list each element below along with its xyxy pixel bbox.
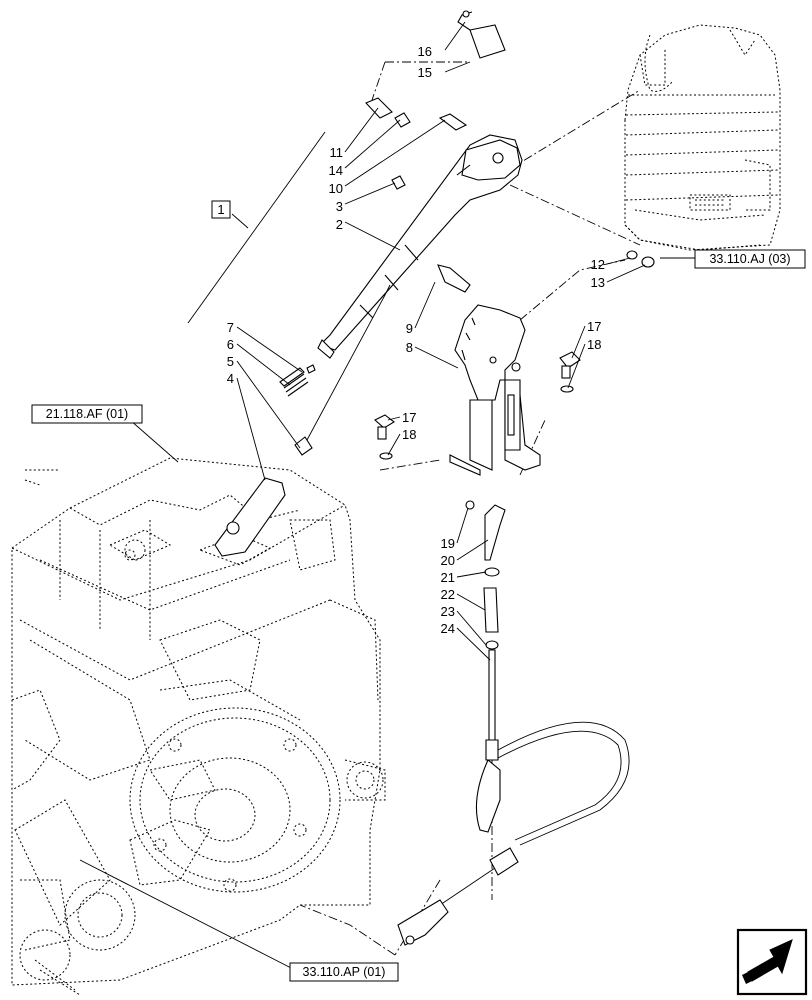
handbrake-lever [317,134,523,359]
reference-33-110-ap-label: 33.110.AP (01) [303,965,386,979]
callout-13: 13 [591,275,605,290]
callout-5: 5 [227,354,234,369]
reference-33-110-ap[interactable]: 33.110.AP (01) [289,962,399,982]
reference-21-118[interactable]: 21.118.AF (01) [31,404,143,424]
transmission-housing-ghost [11,457,386,996]
callout-1: 1 [217,202,224,217]
callout-23: 23 [441,604,455,619]
callout-6: 6 [227,337,234,352]
callout-17: 17 [587,319,601,334]
callout-2: 2 [336,217,343,232]
seat-ghost [624,24,781,251]
callout-numbers: 16 15 11 14 10 3 2 7 6 5 4 9 8 12 13 17 … [227,44,605,636]
top-hardware [365,10,506,190]
callout-12: 12 [591,257,605,272]
callout-19: 19 [441,536,455,551]
callout-17b: 17 [402,410,416,425]
callout-20: 20 [441,553,455,568]
cable-assembly [397,500,630,946]
reference-33-110-aj-label: 33.110.AJ (03) [709,252,790,266]
reference-33-110-aj[interactable]: 33.110.AJ (03) [694,249,806,269]
callout-14: 14 [329,163,343,178]
callout-21: 21 [441,570,455,585]
callout-22: 22 [441,587,455,602]
callout-24: 24 [441,621,455,636]
grip-assembly [214,284,391,557]
callout-16: 16 [418,44,432,59]
callout-7: 7 [227,320,234,335]
callout-15: 15 [418,65,432,80]
next-page-button[interactable] [736,928,808,996]
callout-3: 3 [336,199,343,214]
callout-8: 8 [406,340,413,355]
ratchet-bracket [374,250,655,476]
callout-9: 9 [406,321,413,336]
callout-18b: 18 [402,427,416,442]
callout-11: 11 [330,145,344,160]
callout-leaders [79,21,695,971]
callout-1-box: 1 [211,200,231,219]
callout-18: 18 [587,337,601,352]
callout-10: 10 [329,181,343,196]
callout-4: 4 [227,371,234,386]
reference-21-118-label: 21.118.AF (01) [46,407,128,421]
